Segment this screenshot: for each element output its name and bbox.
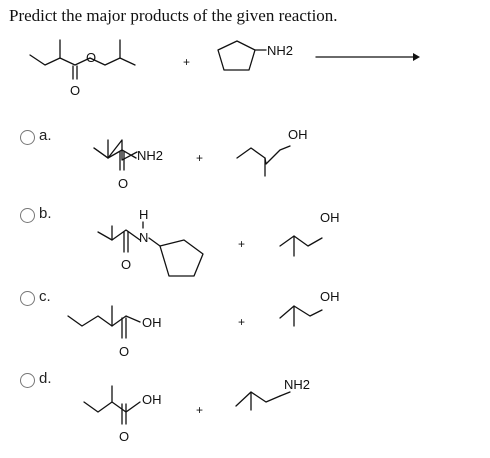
option-b-radio[interactable]: [20, 208, 35, 223]
option-b-products: O H N + OH: [97, 207, 340, 277]
option-a-nh2-label: NH2: [137, 148, 163, 163]
option-a-radio[interactable]: [20, 130, 35, 145]
svg-text:O: O: [119, 344, 129, 359]
option-d-plus: +: [196, 403, 203, 417]
svg-text:O: O: [118, 176, 128, 191]
option-d-nh2-label: NH2: [284, 377, 310, 392]
option-b-oh-label: OH: [320, 210, 340, 225]
option-a-letter: a.: [39, 127, 52, 144]
option-b-letter: b.: [39, 205, 52, 222]
option-d-products: O OH + NH2: [83, 377, 310, 444]
option-b-n-label: N: [139, 230, 148, 245]
reactant-cyclopentylamine: NH2: [217, 40, 293, 71]
question-text: Predict the major products of the given …: [9, 6, 338, 25]
option-c-oh-label: OH: [142, 315, 162, 330]
option-d-letter: d.: [39, 370, 52, 387]
option-b-h-label: H: [139, 207, 148, 222]
option-c-oh2-label: OH: [320, 289, 340, 304]
option-c-letter: c.: [39, 288, 51, 305]
option-b-plus: +: [238, 237, 245, 251]
option-a-plus: +: [196, 151, 203, 165]
reaction-arrow: [315, 53, 420, 61]
option-c-radio[interactable]: [20, 291, 35, 306]
option-a-products: O NH2 + OH: [93, 127, 308, 191]
option-d-oh-label: OH: [142, 392, 162, 407]
option-d-radio[interactable]: [20, 373, 35, 388]
svg-text:O: O: [86, 50, 96, 65]
reactant-ester: O O: [29, 39, 136, 98]
option-c-products: O OH + OH: [67, 289, 340, 359]
option-c-plus: +: [238, 315, 245, 329]
svg-text:O: O: [121, 257, 131, 272]
option-a-oh-label: OH: [288, 127, 308, 142]
reactant2-nh2-label: NH2: [267, 43, 293, 58]
reactant-plus: +: [183, 55, 190, 69]
svg-text:O: O: [70, 83, 80, 98]
svg-text:O: O: [119, 429, 129, 444]
